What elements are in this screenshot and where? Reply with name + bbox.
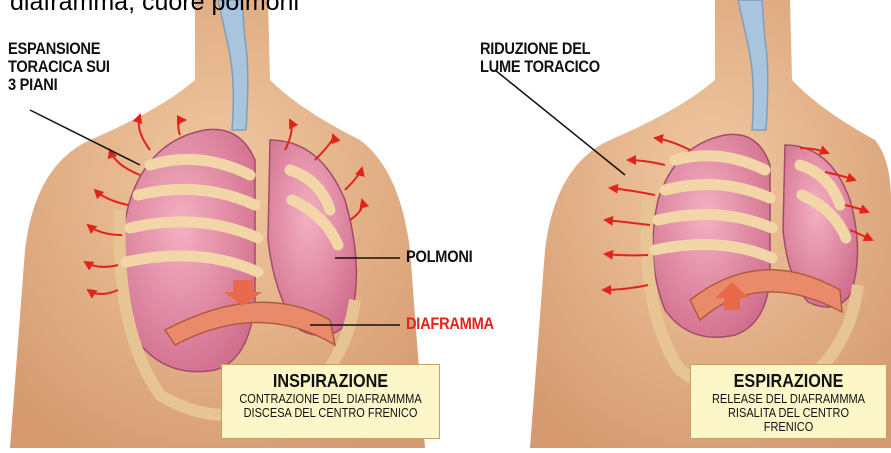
caption: diaframma, cuore polmoni <box>10 0 299 17</box>
expiration-line2: RISALITA DEL CENTRO FRENICO <box>703 406 875 434</box>
left-annotation: ESPANSIONE TORACICA SUI 3 PIANI <box>8 40 110 94</box>
inspiration-title: INSPIRAZIONE <box>233 371 428 392</box>
inspiration-line1: CONTRAZIONE DEL DIAFRAMMMA <box>235 392 426 406</box>
expiration-line1: RELEASE DEL DIAFRAMMMA <box>703 392 875 406</box>
right-annotation: RIDUZIONE DEL LUME TORACICO <box>480 40 600 76</box>
expiration-box: ESPIRAZIONE RELEASE DEL DIAFRAMMMA RISAL… <box>690 364 887 439</box>
expiration-title: ESPIRAZIONE <box>701 371 877 392</box>
right-annotation-leader <box>495 70 625 175</box>
lungs-label: POLMONI <box>406 248 472 266</box>
inspiration-line2: DISCESA DEL CENTRO FRENICO <box>235 406 426 420</box>
inspiration-box: INSPIRAZIONE CONTRAZIONE DEL DIAFRAMMMA … <box>221 364 440 439</box>
diaphragm-label: DIAFRAMMA <box>406 315 494 333</box>
